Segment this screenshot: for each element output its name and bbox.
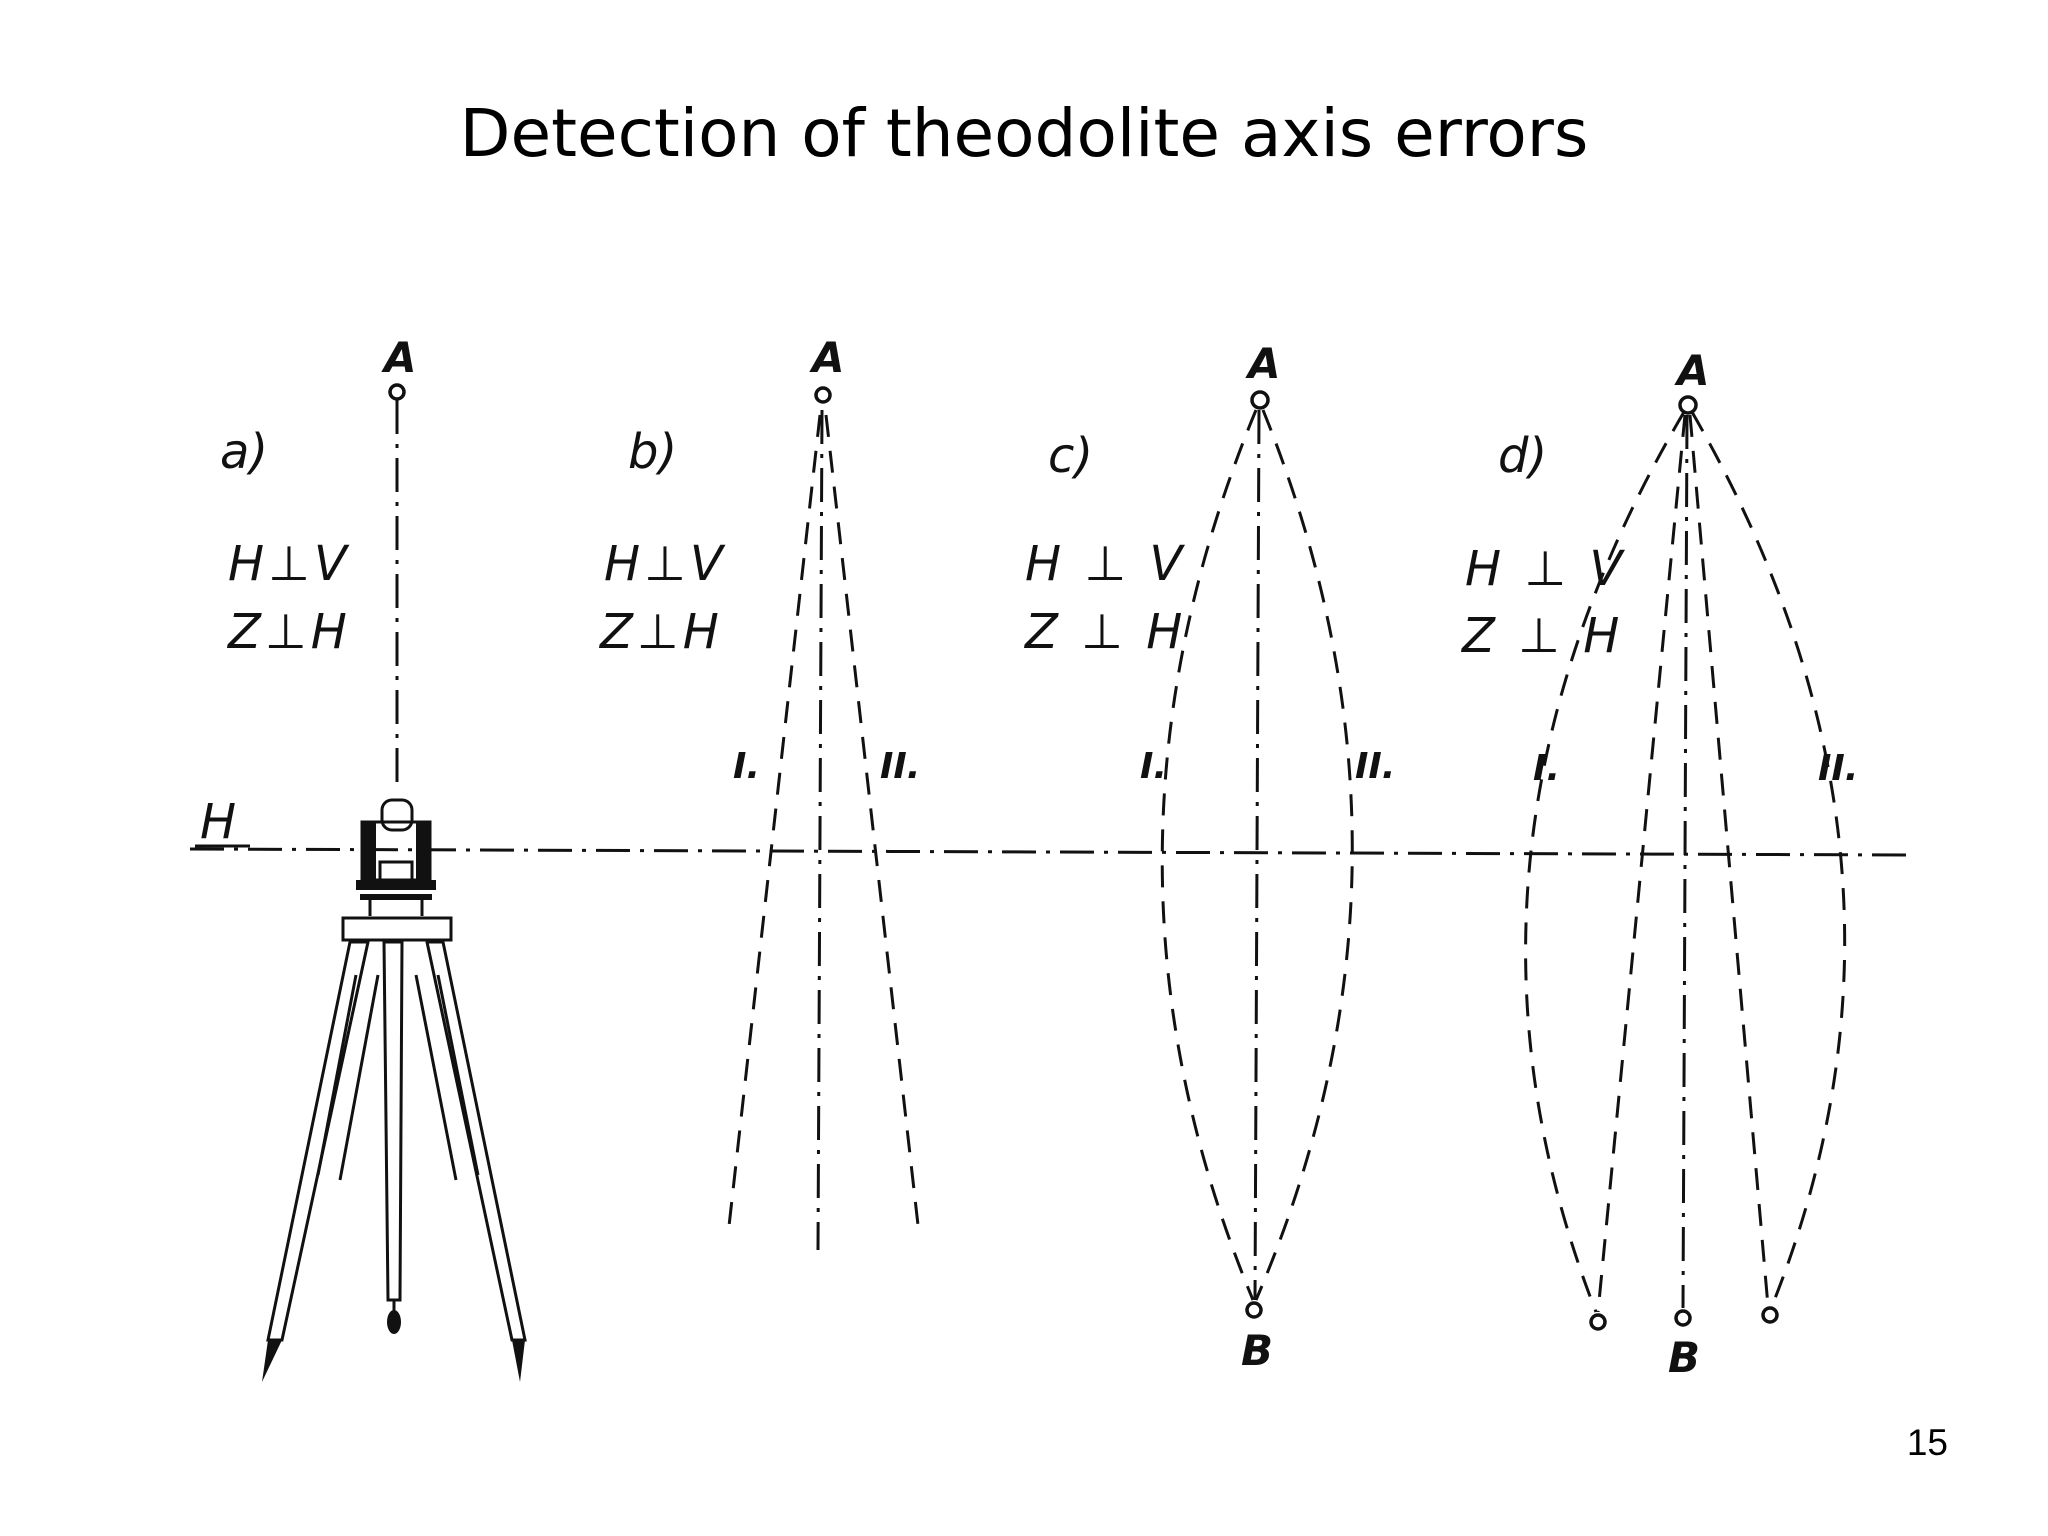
panel-b-line-i [726, 414, 822, 1236]
panel-d-point-i [1589, 1313, 1607, 1331]
panel-d-vertical-axis [1681, 414, 1689, 1309]
panel-b-point-a [814, 386, 832, 404]
panel-c-point-b-label: B [1241, 1326, 1273, 1375]
panel-a-condition-2: Z⊥H [226, 604, 351, 660]
panel-d-point-ii [1761, 1306, 1779, 1324]
panel-c-condition-2: Z ⊥ H [1023, 604, 1186, 660]
panel-c-curve-ii [1254, 409, 1354, 1301]
panel-d-point-a-label: A [1674, 346, 1710, 395]
panel-a: a) H⊥V Z⊥H A [220, 333, 527, 1382]
panel-b: b) H⊥V Z⊥H A I. II. [598, 333, 920, 1251]
panel-d-line-inner-right [1688, 414, 1770, 1307]
panel-b-condition-1: H⊥V [604, 536, 727, 592]
panel-d-point-a [1678, 395, 1698, 415]
panel-b-condition-2: Z⊥H [598, 604, 723, 660]
panel-d-curve-i [1524, 411, 1686, 1313]
panel-d-curve-ii [1690, 411, 1847, 1307]
panel-c: c) H ⊥ V Z ⊥ H A B I. II. [1023, 339, 1395, 1375]
panel-d-label: d) [1498, 428, 1547, 484]
slide-title: Detection of theodolite axis errors [459, 95, 1589, 172]
panel-a-point-a [388, 383, 406, 401]
panel-d-condition-2: Z ⊥ H [1460, 608, 1623, 664]
panel-d-point-b-label: B [1668, 1333, 1700, 1382]
panel-c-point-a-label: A [1245, 339, 1281, 388]
panel-a-condition-1: H⊥V [228, 536, 351, 592]
panel-d-line-i-label: I. [1533, 748, 1560, 789]
theodolite-icon [262, 798, 527, 1382]
horizon-label: H [200, 794, 236, 850]
panel-b-line-ii-label: II. [880, 746, 920, 787]
panel-a-label: a) [220, 424, 268, 480]
panel-c-point-b [1245, 1301, 1263, 1319]
page-number: 15 [1906, 1422, 1948, 1463]
panel-b-vertical-axis [816, 409, 824, 1251]
panel-d-line-ii-label: II. [1818, 748, 1858, 789]
panel-d-point-b [1674, 1309, 1692, 1327]
panel-c-point-a [1250, 390, 1270, 410]
panel-c-vertical-axis [1253, 409, 1261, 1301]
panel-a-point-a-label: A [381, 333, 417, 382]
panel-b-line-i-label: I. [733, 746, 760, 787]
horizon-line [189, 847, 1911, 857]
panel-c-condition-1: H ⊥ V [1025, 536, 1186, 592]
panel-b-point-a-label: A [809, 333, 845, 382]
panel-d-condition-1: H ⊥ V [1465, 541, 1626, 597]
panel-b-line-ii [824, 414, 920, 1226]
panel-c-line-ii-label: II. [1355, 746, 1395, 787]
panel-b-label: b) [628, 424, 677, 480]
panel-c-line-i-label: I. [1140, 746, 1167, 787]
panel-d: d) H ⊥ V Z ⊥ H A B I. II. [1460, 346, 1858, 1382]
panel-d-line-inner-left [1596, 414, 1687, 1313]
panel-c-label: c) [1048, 428, 1093, 484]
